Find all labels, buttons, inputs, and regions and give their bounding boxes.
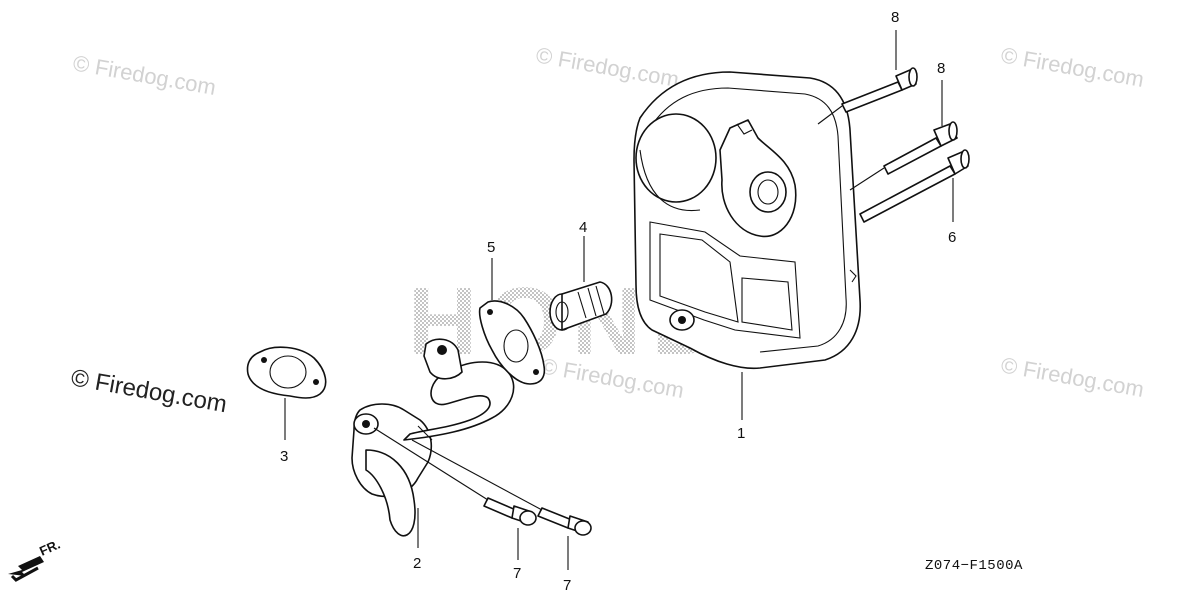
- watermark-text: © Firedog.com: [71, 50, 218, 100]
- front-label: FR.: [37, 537, 62, 559]
- part-bolt-7-right: [537, 507, 592, 536]
- part-bolt-8-lower: [883, 121, 958, 175]
- callout-2: 2: [413, 555, 421, 572]
- part-bolt-7-left: [483, 497, 537, 526]
- callout-8: 8: [891, 9, 899, 26]
- callout-3: 3: [280, 448, 288, 465]
- callout-8: 8: [937, 60, 945, 77]
- part-bolt-6: [859, 149, 970, 223]
- callout-5: 5: [487, 239, 495, 256]
- arrow-icon: [8, 556, 44, 576]
- diagram-code: Z074−F1500A: [925, 558, 1023, 574]
- front-direction-indicator: FR.: [8, 537, 62, 582]
- watermark-text-dark: © Firedog.com: [69, 364, 229, 418]
- watermark-text: © Firedog.com: [534, 42, 681, 92]
- part-bolt-8-upper: [841, 67, 918, 113]
- watermark-text: © Firedog.com: [999, 352, 1146, 402]
- part-spark-arrester: [549, 281, 613, 331]
- callout-4: 4: [579, 219, 587, 236]
- part-exhaust-pipe: [351, 338, 515, 537]
- part-gasket-right: [478, 300, 546, 385]
- part-gasket-left: [246, 346, 327, 399]
- callout-7: 7: [563, 577, 571, 594]
- leader-lines: [284, 30, 954, 570]
- callout-7: 7: [513, 565, 521, 582]
- callout-6: 6: [948, 229, 956, 246]
- watermark-text: © Firedog.com: [999, 42, 1146, 92]
- callout-1: 1: [737, 425, 745, 442]
- part-muffler: [633, 71, 861, 370]
